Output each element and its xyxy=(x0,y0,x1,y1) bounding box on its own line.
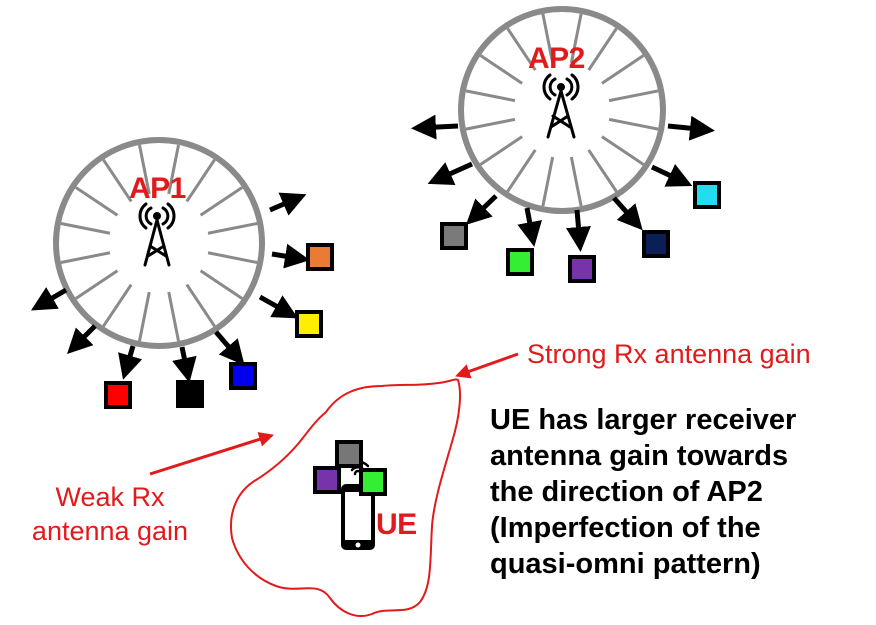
ue-antenna-pattern xyxy=(230,378,461,617)
wheel-spoke xyxy=(75,186,119,217)
wheel-spoke xyxy=(199,186,243,217)
ap2-tower-icon xyxy=(542,73,580,139)
ap1-beam-yellow xyxy=(295,310,323,338)
wheel-spoke xyxy=(75,269,119,300)
ap2-beam-squares xyxy=(440,181,721,283)
wheel-spoke xyxy=(569,156,583,207)
ap1-beam-squares xyxy=(104,243,334,409)
wheel-spoke xyxy=(138,144,151,195)
ap1-wheel xyxy=(53,137,265,349)
wheel-spoke xyxy=(60,222,111,235)
wheel-spoke xyxy=(506,149,537,193)
ap1-beam-blue xyxy=(229,362,257,390)
wheel-spoke xyxy=(608,89,659,103)
wheel-spoke xyxy=(608,117,659,131)
wheel-spoke xyxy=(102,159,133,203)
ap1-beam-black xyxy=(176,380,204,408)
wheel-spoke xyxy=(587,149,618,193)
wheel-spoke xyxy=(199,269,243,300)
ap1-beam-arrows xyxy=(30,192,310,383)
ap1-tower-icon xyxy=(138,202,176,267)
wheel-spoke xyxy=(465,117,516,131)
ap2-beam-purple xyxy=(568,255,596,283)
ap1-beam-red xyxy=(104,381,132,409)
wheel-spoke xyxy=(167,144,180,195)
wheel-spoke xyxy=(465,89,516,103)
ue-beam-gray xyxy=(335,440,363,468)
ap2-beam-arrows xyxy=(411,114,715,252)
ue-beam-squares xyxy=(313,440,387,496)
ap2-beam-green xyxy=(506,248,534,276)
wheel-spoke xyxy=(138,291,151,342)
wheel-spoke xyxy=(207,222,258,235)
wheel-spoke xyxy=(167,291,180,342)
wheel-spoke xyxy=(587,27,618,71)
wheel-spoke xyxy=(506,27,537,71)
ap2-beam-cyan xyxy=(693,181,721,209)
wheel-spoke xyxy=(541,156,555,207)
wheel-spoke xyxy=(185,159,216,203)
wheel-spoke xyxy=(569,13,583,64)
strong-gain-arrow xyxy=(455,352,519,379)
wheel-spoke xyxy=(185,283,216,327)
wheel-spoke xyxy=(60,251,111,264)
ue-beam-green xyxy=(359,468,387,496)
weak-gain-arrow xyxy=(149,432,275,476)
ap2-beam-gray xyxy=(440,222,468,250)
wheel-spoke xyxy=(601,54,645,85)
wheel-spoke xyxy=(601,135,645,166)
ue-beam-purple xyxy=(313,466,341,494)
wheel-spoke xyxy=(541,13,555,64)
wheel-spoke xyxy=(479,54,523,85)
wheel-spoke xyxy=(102,283,133,327)
wheel-spoke xyxy=(207,251,258,264)
ap1-beam-orange xyxy=(306,243,334,271)
wheel-spoke xyxy=(479,135,523,166)
ap2-beam-navy xyxy=(642,230,670,258)
ap2-wheel xyxy=(458,6,666,214)
